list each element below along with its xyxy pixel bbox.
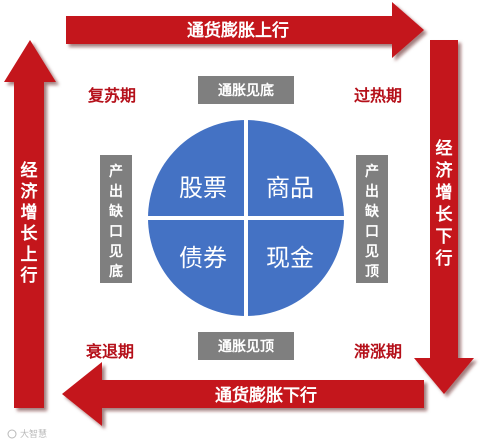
phase-recession: 衰退期	[85, 342, 134, 361]
label-box-left	[100, 155, 132, 283]
label-box-top	[198, 76, 294, 104]
arrow-top	[66, 2, 424, 58]
arrow-top-label: 通货膨胀上行	[187, 20, 289, 41]
phase-recovery: 复苏期	[87, 86, 136, 105]
phase-stagflation: 滞涨期	[354, 342, 402, 361]
label-inflation-top: 通胀见顶	[218, 339, 274, 355]
label-inflation-bottom: 通胀见底	[218, 82, 274, 99]
label-box-right	[356, 155, 388, 283]
arrow-bottom	[62, 362, 424, 426]
label-output-gap-bottom: 产出缺口见底	[109, 163, 124, 280]
arrow-right	[414, 40, 474, 394]
asset-commodities: 商品	[266, 174, 314, 202]
label-box-bottom	[198, 332, 294, 360]
svg-text:经济增长上行: 经济增长上行	[20, 160, 39, 286]
watermark-logo-icon	[7, 429, 17, 439]
arrow-left-label: 经济增长上行	[20, 160, 39, 286]
phase-overheat: 过热期	[354, 86, 402, 105]
arrow-left	[4, 40, 56, 408]
svg-text:经济增长下行: 经济增长下行	[435, 138, 454, 269]
svg-text:产出缺口见底: 产出缺口见底	[109, 163, 124, 280]
asset-bonds: 债券	[179, 244, 227, 272]
asset-stocks: 股票	[179, 174, 227, 202]
arrow-bottom-label: 通货膨胀下行	[215, 385, 317, 406]
asset-cash: 现金	[266, 244, 314, 272]
arrow-right-label: 经济增长下行	[435, 138, 454, 269]
label-output-gap-top: 产出缺口见顶	[365, 163, 380, 280]
watermark-text: 大智慧	[20, 428, 47, 440]
watermark: 大智慧	[7, 428, 47, 440]
svg-text:产出缺口见顶: 产出缺口见顶	[365, 163, 380, 280]
